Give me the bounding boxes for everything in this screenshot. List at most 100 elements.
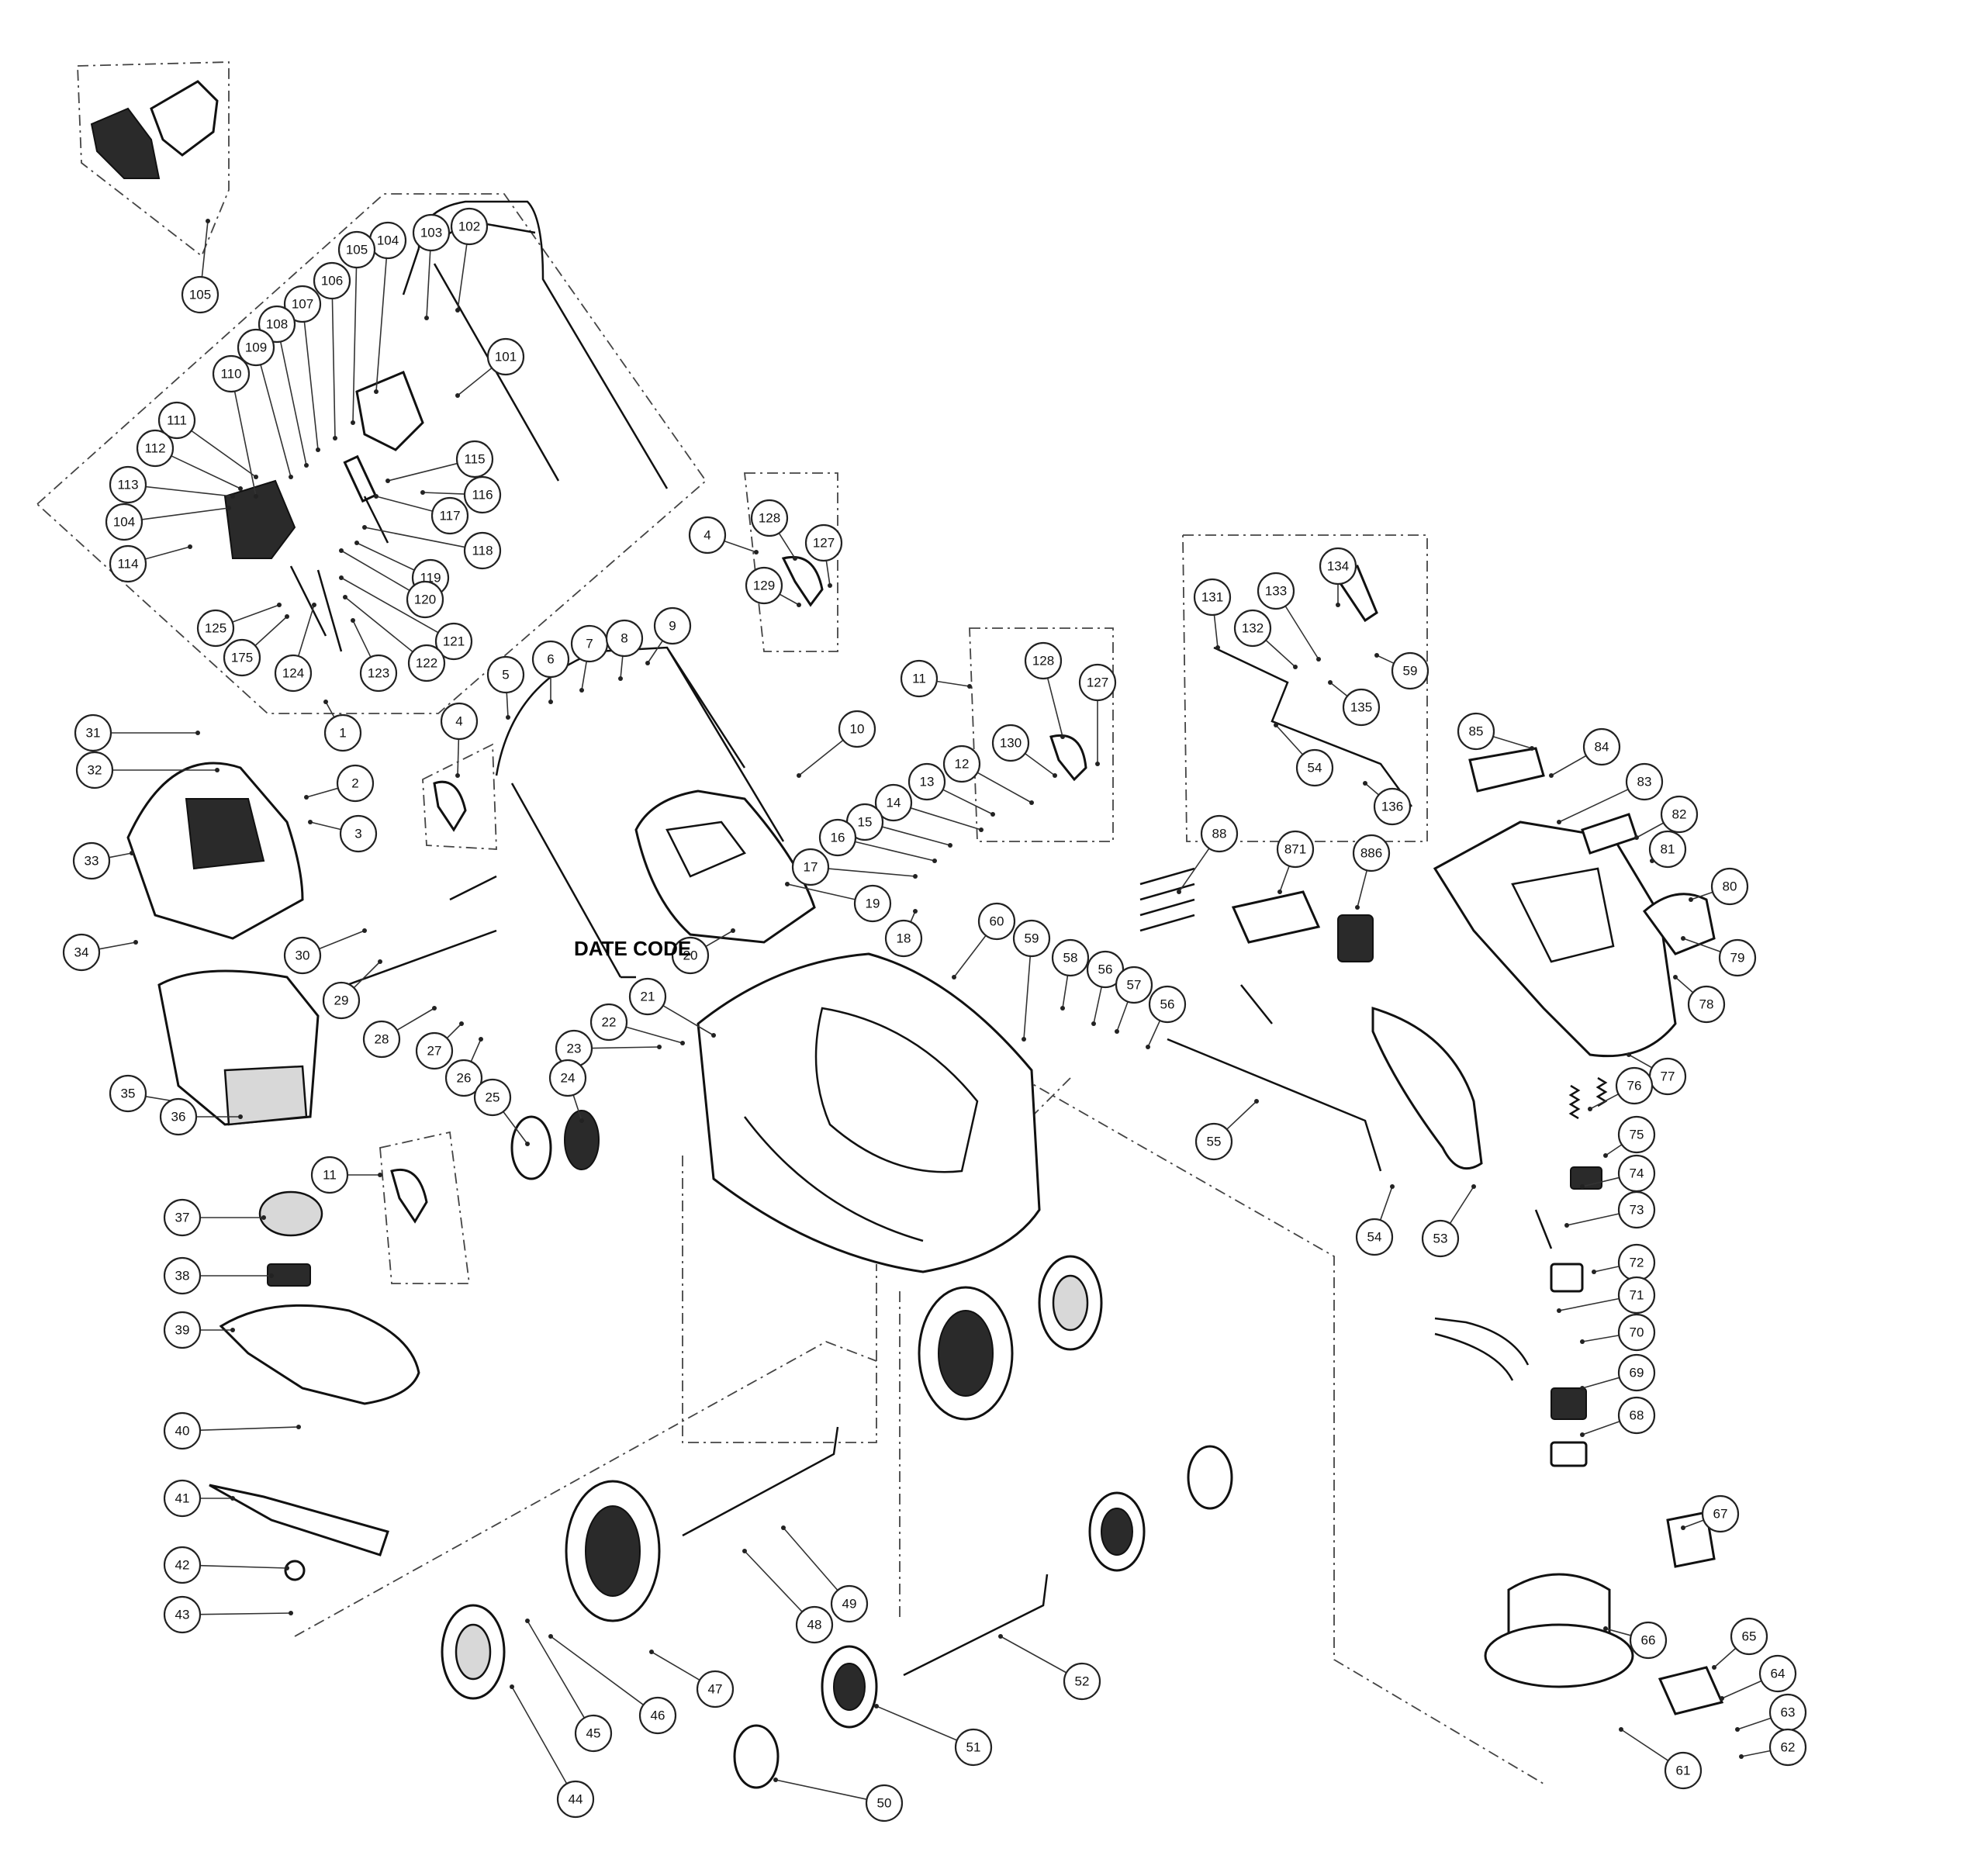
part-callout-133: 133 bbox=[1257, 572, 1295, 610]
part-callout-83: 83 bbox=[1625, 762, 1664, 801]
callout-circle bbox=[109, 1074, 147, 1113]
part-callout-47: 47 bbox=[696, 1670, 735, 1708]
part-callout-8: 8 bbox=[605, 619, 644, 658]
callout-label: 26 bbox=[457, 1071, 472, 1086]
leader-dot bbox=[333, 436, 337, 440]
callout-label: 125 bbox=[205, 621, 226, 636]
springs bbox=[1568, 1076, 1608, 1120]
callout-label: 20 bbox=[683, 948, 698, 963]
battery-pack bbox=[1337, 914, 1374, 962]
part-callout-109: 109 bbox=[237, 328, 275, 367]
leader-line bbox=[1275, 724, 1304, 755]
callout-circle bbox=[163, 1411, 202, 1450]
leader-dot bbox=[1336, 603, 1340, 607]
callout-circle bbox=[1701, 1494, 1740, 1533]
fan-plate bbox=[267, 1263, 311, 1287]
leader-line bbox=[1265, 639, 1296, 668]
callout-label: 12 bbox=[955, 757, 970, 772]
callout-circle bbox=[1625, 762, 1664, 801]
callout-label: 21 bbox=[641, 990, 655, 1004]
part-callout-51: 51 bbox=[954, 1728, 993, 1767]
part-callout-123: 123 bbox=[359, 654, 398, 693]
part-callout-108: 108 bbox=[258, 305, 296, 344]
leader-line bbox=[375, 496, 433, 512]
wire-harness bbox=[1434, 1317, 1530, 1381]
callout-circle bbox=[1648, 830, 1687, 869]
leader-dot bbox=[1274, 723, 1278, 727]
leader-line bbox=[352, 620, 372, 658]
leader-dot bbox=[432, 1006, 437, 1011]
part-callout-46: 46 bbox=[638, 1696, 677, 1735]
callout-label: 116 bbox=[472, 488, 493, 503]
callout-label: 54 bbox=[1308, 761, 1322, 776]
part-callout-61: 61 bbox=[1664, 1751, 1703, 1790]
leader-lines bbox=[99, 219, 1772, 1800]
leader-line bbox=[1226, 1100, 1257, 1130]
leader-dot bbox=[1603, 1626, 1608, 1631]
leader-dot bbox=[1471, 1184, 1476, 1189]
leader-dot bbox=[308, 820, 313, 824]
part-callout-84: 84 bbox=[1582, 727, 1621, 766]
callout-label: 17 bbox=[804, 860, 818, 875]
leader-line bbox=[1741, 1750, 1771, 1757]
callout-label: 108 bbox=[266, 317, 288, 332]
leader-line bbox=[144, 546, 191, 560]
callout-circle bbox=[605, 619, 644, 658]
leader-dot bbox=[238, 486, 243, 491]
leader-line bbox=[1582, 1335, 1620, 1342]
callout-circle bbox=[954, 1728, 993, 1767]
callout-label: 84 bbox=[1595, 740, 1609, 755]
leader-dot bbox=[1557, 820, 1561, 824]
callout-label: 871 bbox=[1284, 842, 1306, 857]
callout-circle bbox=[274, 654, 313, 693]
callout-circle bbox=[884, 919, 923, 958]
leader-line bbox=[457, 244, 468, 311]
outline-deck-left bbox=[682, 1156, 877, 1443]
part-callout-25: 25 bbox=[473, 1078, 512, 1117]
callout-circle bbox=[1617, 1313, 1656, 1352]
leader-dot bbox=[618, 676, 623, 681]
callout-label: 128 bbox=[1032, 654, 1054, 669]
callout-label: 104 bbox=[377, 233, 399, 248]
part-callout-59: 59 bbox=[1391, 651, 1430, 690]
leader-line bbox=[325, 701, 335, 718]
callout-label: 34 bbox=[74, 945, 89, 960]
callout-circle bbox=[1687, 985, 1726, 1024]
callout-label: 18 bbox=[897, 931, 911, 946]
leader-line bbox=[550, 1636, 644, 1705]
leader-line bbox=[1605, 1144, 1623, 1156]
leader-line bbox=[446, 1023, 462, 1039]
leader-dot bbox=[828, 583, 832, 588]
callout-label: 31 bbox=[86, 726, 101, 741]
leader-line bbox=[457, 367, 493, 396]
part-callout-3: 3 bbox=[339, 814, 378, 853]
callout-label: 104 bbox=[113, 515, 135, 530]
leader-line bbox=[828, 868, 916, 877]
leader-line bbox=[1690, 891, 1713, 900]
callout-label: 9 bbox=[669, 619, 676, 634]
part-callout-59: 59 bbox=[1012, 919, 1051, 958]
part-shapes bbox=[90, 80, 1724, 1789]
leader-dot bbox=[455, 393, 460, 398]
leader-line bbox=[910, 807, 982, 831]
callout-label: 62 bbox=[1781, 1740, 1796, 1755]
leader-dot bbox=[1177, 890, 1181, 894]
callout-label: 112 bbox=[144, 441, 165, 456]
leader-line bbox=[1449, 1186, 1474, 1225]
callout-label: 14 bbox=[887, 796, 901, 810]
callout-circle bbox=[791, 848, 830, 886]
callout-circle bbox=[1233, 609, 1272, 648]
callout-circle bbox=[310, 1156, 349, 1194]
leader-dot bbox=[1095, 762, 1100, 766]
callout-circle bbox=[1664, 1751, 1703, 1790]
callout-label: 128 bbox=[759, 511, 780, 526]
leader-line bbox=[581, 661, 588, 691]
callout-label: 44 bbox=[569, 1792, 583, 1807]
part-callout-43: 43 bbox=[163, 1595, 202, 1634]
part-callout-18: 18 bbox=[884, 919, 923, 958]
leader-dot bbox=[378, 1173, 382, 1177]
part-callout-57: 57 bbox=[1115, 966, 1153, 1004]
part-callout-30: 30 bbox=[283, 936, 322, 975]
part-callout-4: 4 bbox=[688, 516, 727, 555]
part-callout-16: 16 bbox=[818, 818, 857, 857]
